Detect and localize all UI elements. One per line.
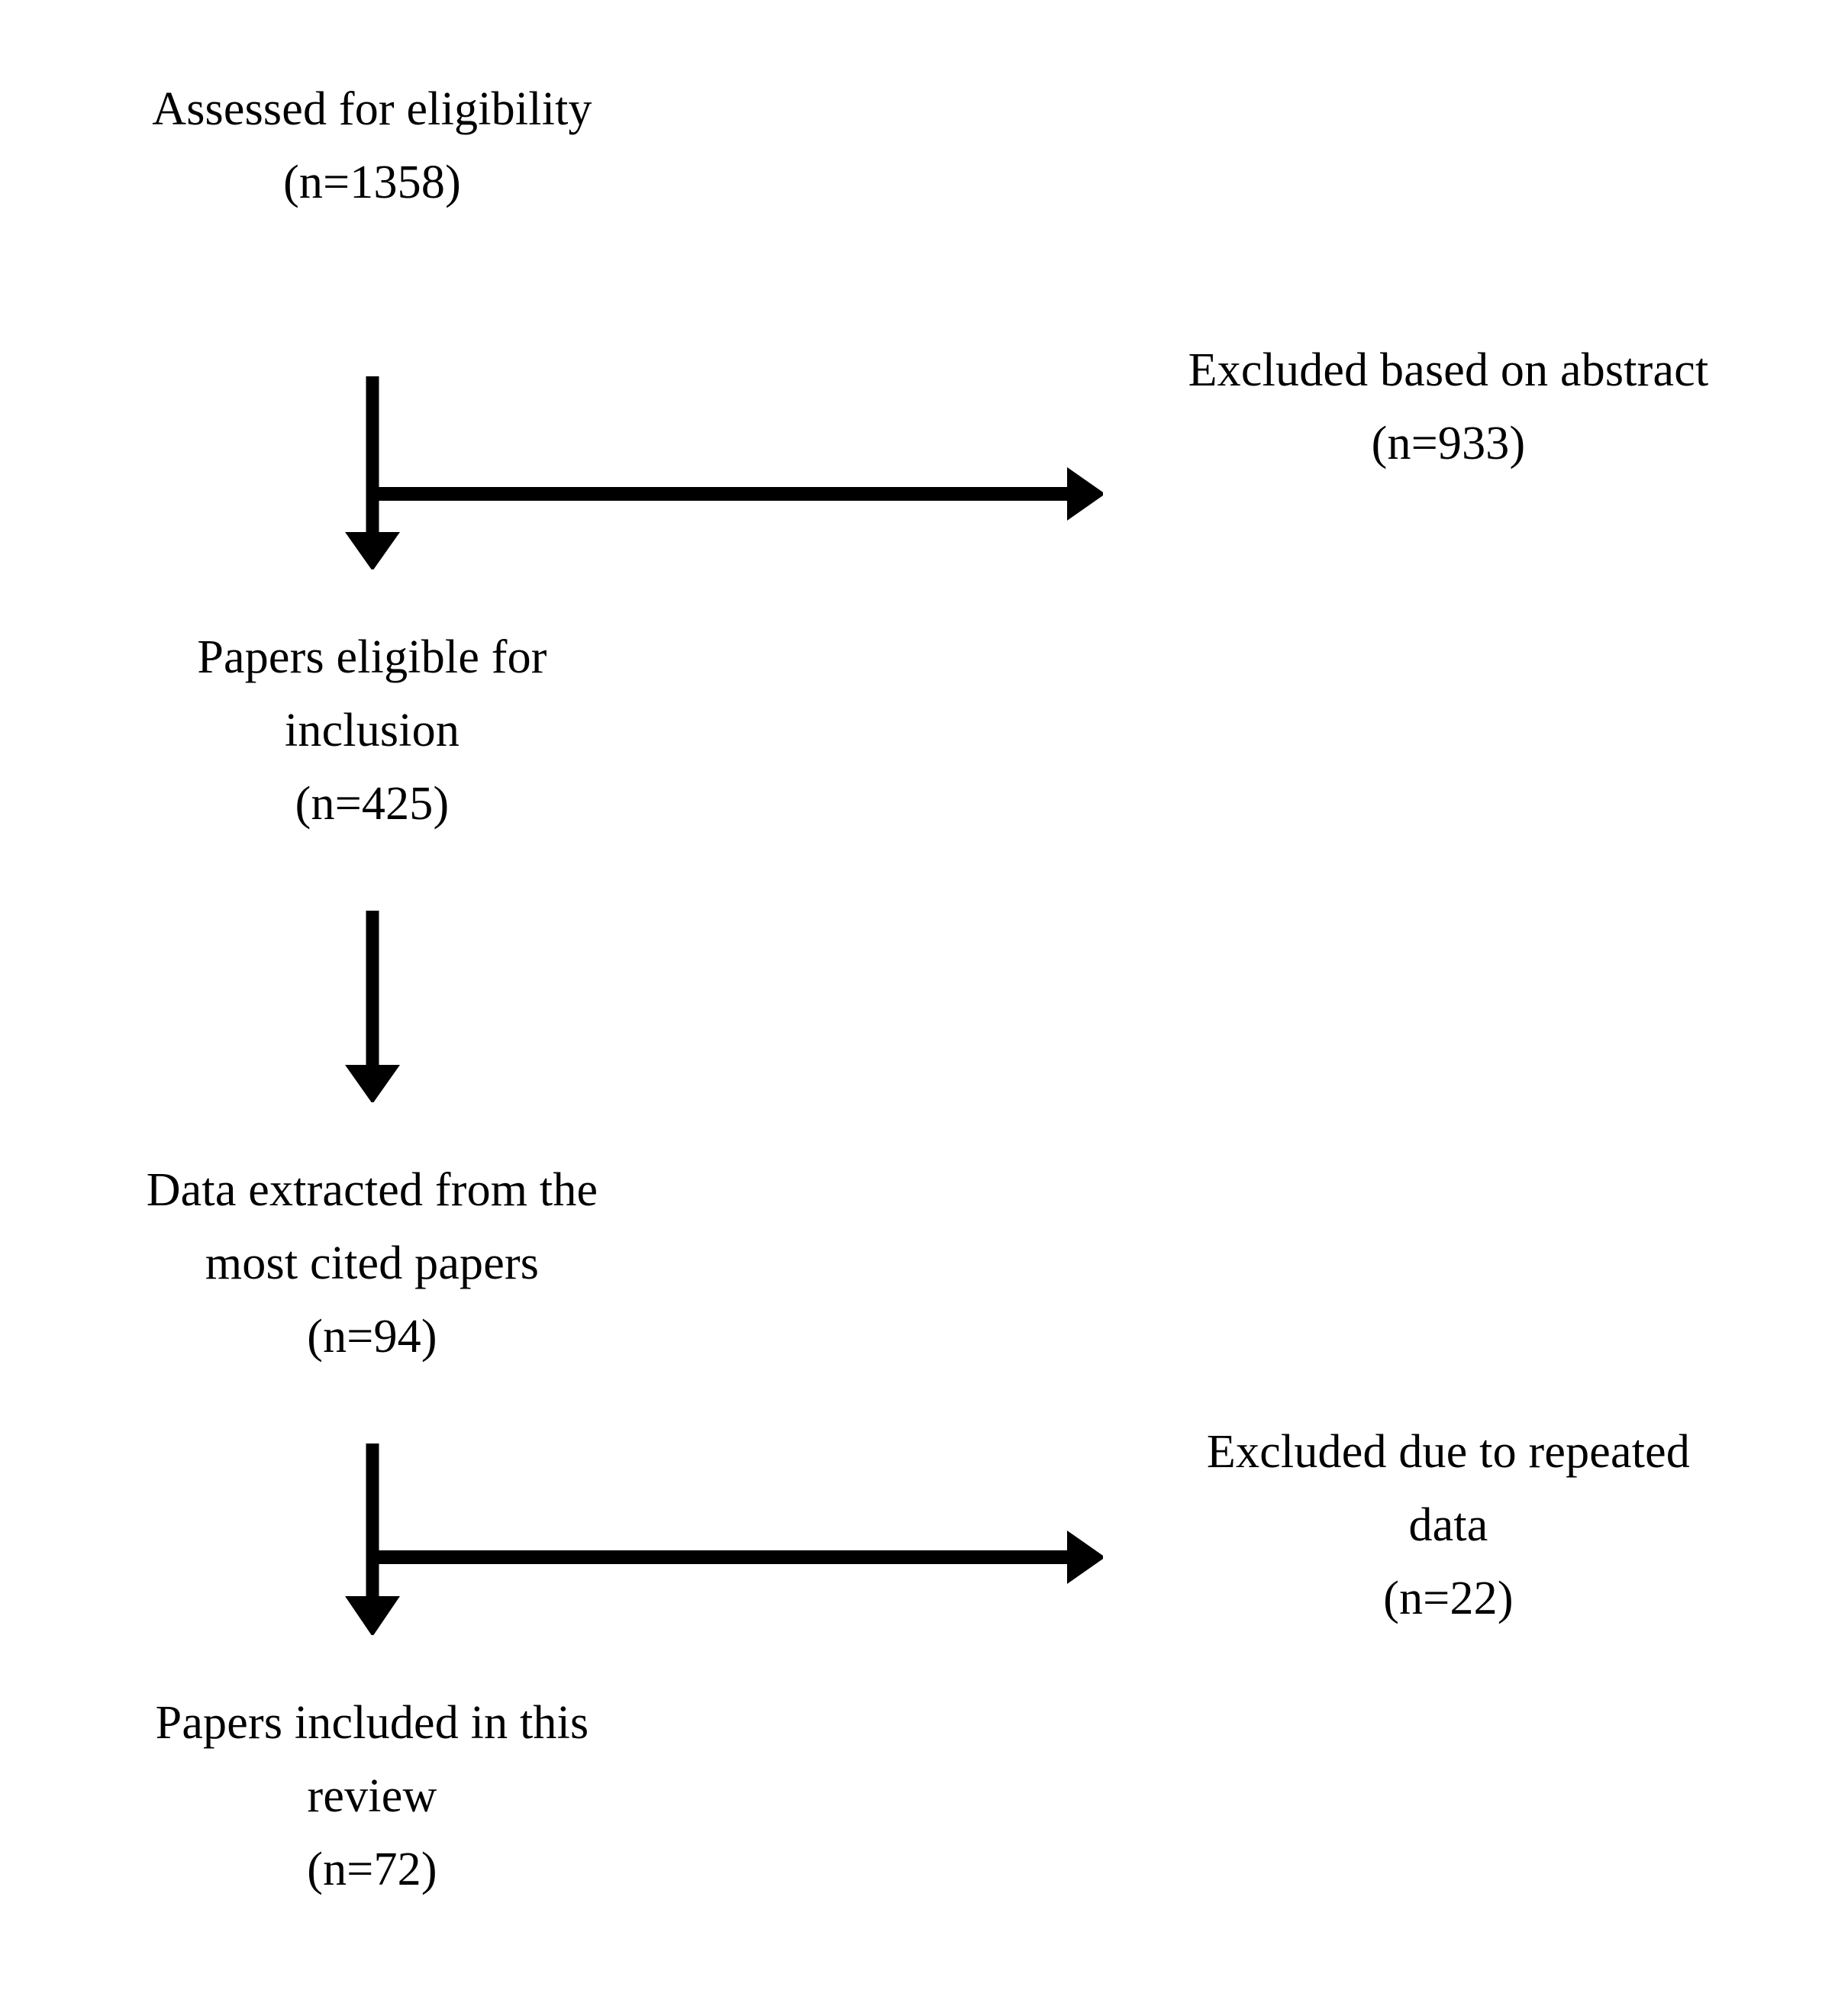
edge-assessed-to-excluded-abstract-arrowhead [1067, 467, 1105, 521]
node-extracted-label-line1: Data extracted from the [146, 1164, 598, 1216]
node-excluded-due-to-repeated-data: Excluded due to repeated data (n=22) [1103, 1364, 1794, 1705]
edge-extracted-to-included-stem [366, 1439, 379, 1598]
edge-eligible-to-extracted-arrowhead [345, 1065, 400, 1104]
node-assessed-count: (n=1358) [283, 156, 461, 208]
edge-eligible-to-extracted-stem [366, 906, 379, 1066]
edge-extracted-to-included-arrowhead [345, 1596, 400, 1637]
node-assessed-label: Assessed for eligibility [152, 83, 592, 135]
node-eligible-label-line2: inclusion [284, 705, 460, 756]
node-excluded-abstract-count: (n=933) [1371, 418, 1526, 469]
node-included-count: (n=72) [307, 1843, 437, 1895]
edge-extracted-to-excluded-repeated-shaft [372, 1550, 1072, 1564]
node-excluded-based-on-abstract: Excluded based on abstract (n=933) [1103, 296, 1794, 637]
edge-assessed-to-eligible-arrowhead [345, 532, 400, 571]
node-excluded-repeated-label-line2: data [1408, 1499, 1488, 1551]
edge-assessed-to-excluded-abstract-shaft [372, 487, 1072, 501]
edge-extracted-to-excluded-repeated-arrowhead [1067, 1531, 1105, 1584]
node-assessed-for-eligibility: Assessed for eligibility (n=1358) [27, 35, 718, 376]
node-excluded-abstract-label: Excluded based on abstract [1188, 344, 1709, 396]
node-excluded-repeated-count: (n=22) [1383, 1572, 1514, 1624]
node-included-label-line2: review [307, 1770, 437, 1822]
node-papers-included-in-this-review: Papers included in this review (n=72) [27, 1635, 718, 1976]
node-extracted-label-line2: most cited papers [205, 1237, 540, 1289]
node-excluded-repeated-label-line1: Excluded due to repeated [1206, 1426, 1691, 1478]
node-extracted-count: (n=94) [307, 1311, 437, 1363]
edge-assessed-to-eligible-stem [366, 372, 379, 534]
node-eligible-label-line1: Papers eligible for [197, 631, 547, 683]
node-papers-eligible-for-inclusion: Papers eligible for inclusion (n=425) [27, 569, 718, 911]
node-included-label-line1: Papers included in this [155, 1697, 589, 1749]
node-data-extracted-from-most-cited-papers: Data extracted from the most cited paper… [27, 1102, 718, 1443]
node-eligible-count: (n=425) [295, 778, 450, 830]
